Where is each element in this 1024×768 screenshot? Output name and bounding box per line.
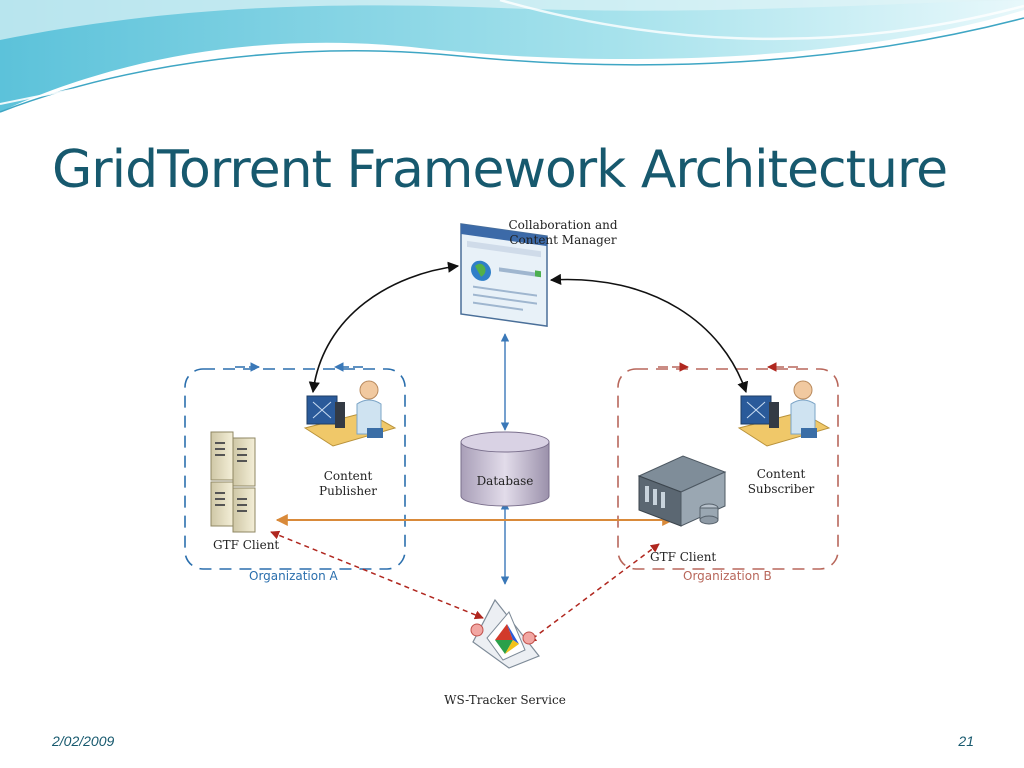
rack-server-icon [637, 455, 727, 527]
manager-label-line2: Content Manager [509, 233, 617, 247]
subscriber-label-line1: Content [757, 467, 806, 481]
tracker-prism-icon [470, 598, 540, 669]
gtf-client-a-label: GTF Client [213, 538, 279, 552]
publisher-label-line1: Content [324, 469, 373, 483]
architecture-diagram: Organization A Organization B Collaborat… [184, 218, 839, 707]
subscriber-label-line2: Subscriber [748, 482, 815, 496]
slide-page-number: 21 [958, 733, 974, 749]
database-label: Database [477, 474, 534, 488]
gtf-client-b-label: GTF Client [650, 550, 716, 564]
publisher-manager-arrow [308, 261, 460, 394]
client-b-tracker-arrow [527, 543, 660, 643]
database-cylinder-icon [460, 431, 550, 507]
tracker-label: WS-Tracker Service [444, 693, 566, 707]
slide-date: 2/02/2009 [52, 733, 115, 749]
web-browser-window-icon [460, 223, 548, 327]
scientist-workstation-icon [303, 380, 397, 447]
org-a-label: Organization A [249, 569, 339, 583]
org-a-boundary [184, 368, 406, 570]
server-tower-icon [210, 431, 256, 533]
manager-subscriber-arrow [549, 273, 749, 394]
publisher-label-line2: Publisher [319, 484, 377, 498]
scientist-workstation-icon [737, 380, 831, 447]
client-a-tracker-arrow [270, 530, 484, 620]
manager-label-line1: Collaboration and [508, 218, 617, 232]
slide-title: GridTorrent Framework Architecture [52, 140, 948, 200]
org-b-label: Organization B [683, 569, 772, 583]
header-wave-decoration [0, 0, 1024, 113]
